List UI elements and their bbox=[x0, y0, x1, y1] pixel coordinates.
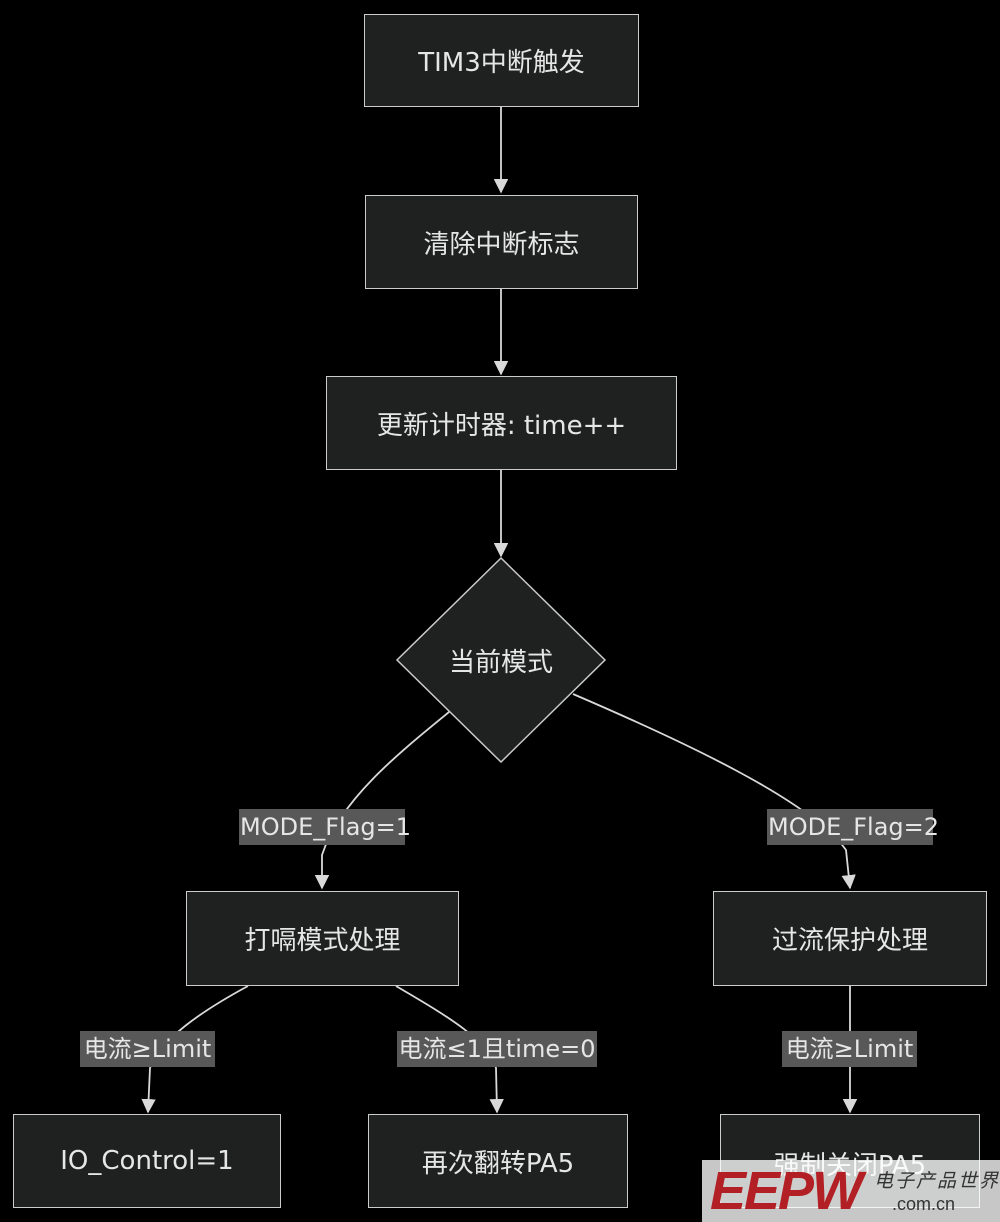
node-clear-flag: 清除中断标志 bbox=[365, 195, 638, 289]
node-hiccup-mode: 打嗝模式处理 bbox=[186, 891, 459, 986]
eepw-url: .com.cn bbox=[892, 1194, 956, 1214]
eepw-chinese-name: 电子产品世界 bbox=[874, 1170, 1000, 1192]
node-toggle-pa5: 再次翻转PA5 bbox=[368, 1114, 628, 1208]
node-io-control: IO_Control=1 bbox=[13, 1114, 281, 1208]
node-tim3-interrupt: TIM3中断触发 bbox=[364, 14, 639, 107]
node-overcurrent-protect: 过流保护处理 bbox=[713, 891, 987, 986]
edge-label-hiccup-ge-limit: 电流≥Limit bbox=[80, 1031, 215, 1067]
edge-label-hiccup-le-1: 电流≤1且time=0 bbox=[397, 1031, 597, 1067]
decision-diamond bbox=[395, 556, 607, 764]
node-current-mode: 当前模式 bbox=[448, 647, 553, 678]
node-update-timer: 更新计时器: time++ bbox=[326, 376, 677, 470]
eepw-watermark: EEPW 电子产品世界 .com.cn bbox=[702, 1160, 1000, 1222]
edge-label-mode2: MODE_Flag=2 bbox=[767, 809, 939, 845]
edge-decision-to-hiccup bbox=[314, 711, 450, 890]
eepw-logo: EEPW bbox=[710, 1161, 863, 1221]
edge-decision-to-protect bbox=[572, 693, 856, 890]
edge-label-protect-ge-limit: 电流≥Limit bbox=[782, 1031, 917, 1067]
edge-label-mode1: MODE_Flag=1 bbox=[239, 809, 411, 845]
